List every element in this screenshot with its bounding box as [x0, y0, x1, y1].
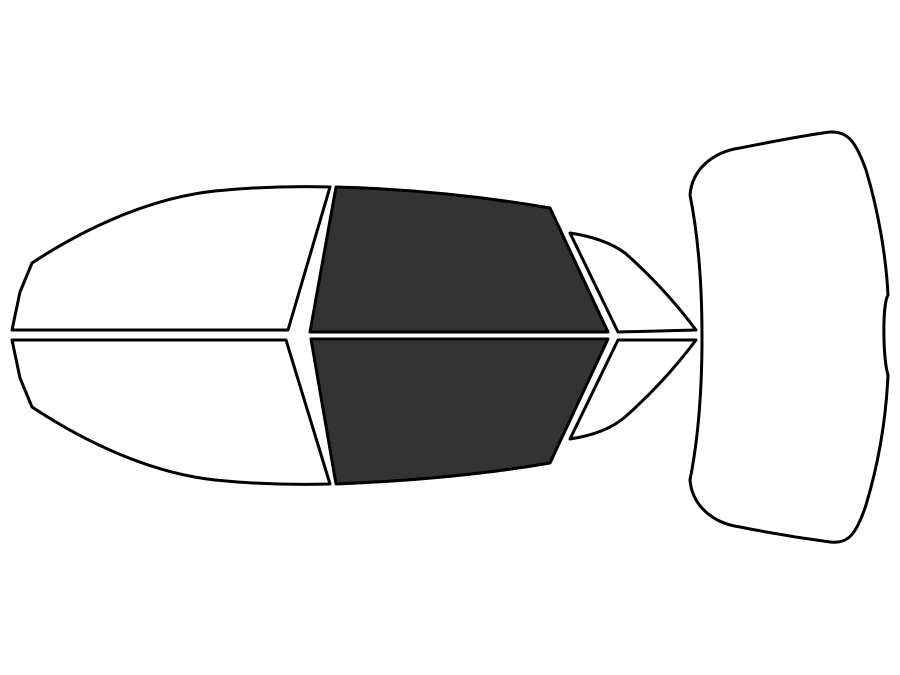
front-passenger-window	[10, 338, 332, 486]
quarter-driver-window	[568, 231, 698, 334]
quarter-passenger-window	[568, 338, 698, 441]
rear-passenger-window	[309, 337, 610, 486]
rear-driver-window	[308, 185, 610, 334]
rear-windshield	[688, 130, 890, 544]
front-driver-window	[10, 185, 332, 332]
